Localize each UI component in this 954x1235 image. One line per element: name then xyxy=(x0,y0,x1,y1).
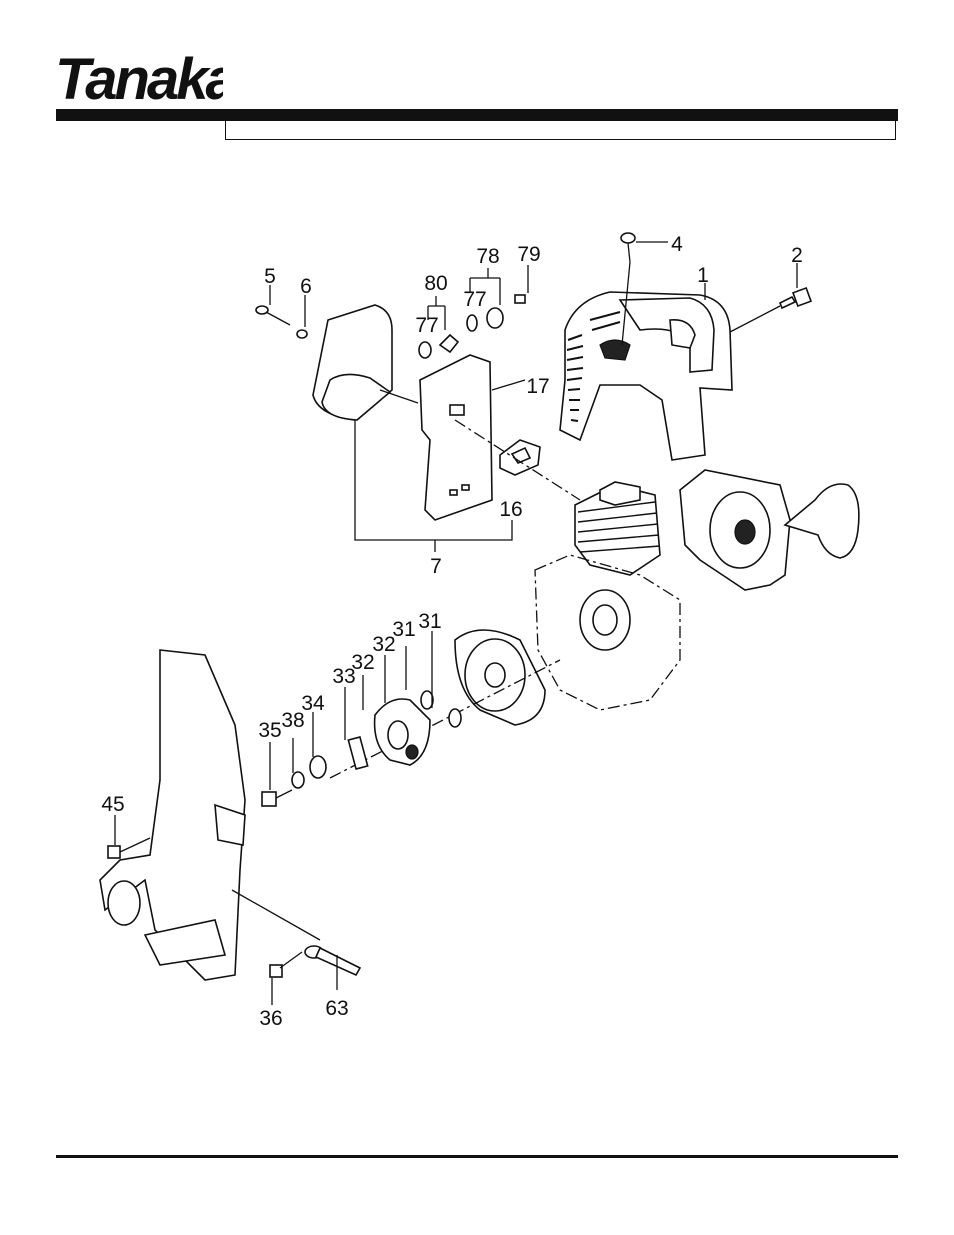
callout-16: 16 xyxy=(499,498,522,521)
bracket-63 xyxy=(304,945,362,977)
callout-4: 4 xyxy=(671,233,683,256)
engine-cover xyxy=(559,291,733,461)
bolt-45 xyxy=(107,837,151,859)
footer-rule xyxy=(56,1155,898,1158)
header-rule xyxy=(56,109,898,121)
callout-63: 63 xyxy=(325,997,348,1020)
bolt-35 xyxy=(261,789,293,807)
washer-34 xyxy=(309,755,327,779)
washer-31b xyxy=(448,708,462,728)
washer-6 xyxy=(296,329,308,339)
callout-7: 7 xyxy=(430,555,442,578)
callout-78: 78 xyxy=(476,245,499,268)
callout-31a: 31 xyxy=(392,618,415,641)
cylinder xyxy=(574,481,661,576)
callout-5: 5 xyxy=(264,265,276,288)
clutch-housing xyxy=(99,649,246,981)
callout-77a: 77 xyxy=(415,314,438,337)
callout-32a: 32 xyxy=(351,651,374,674)
callout-45: 45 xyxy=(101,793,124,816)
flywheel xyxy=(454,629,546,726)
recoil-starter xyxy=(679,469,860,591)
callout-32b: 32 xyxy=(372,633,395,656)
callout-79: 79 xyxy=(517,243,540,266)
screw-4 xyxy=(620,232,636,263)
callout-77b: 77 xyxy=(463,288,486,311)
callout-labels: 1 2 4 5 6 7 16 17 31 31 32 32 33 34 35 3… xyxy=(101,233,803,1030)
callout-31b: 31 xyxy=(418,610,441,633)
tanaka-logo: Tanaka ® xyxy=(55,47,223,108)
callout-1: 1 xyxy=(697,264,709,287)
registered-mark: ® xyxy=(209,91,216,101)
crankcase xyxy=(534,554,681,711)
brand-name: Tanaka xyxy=(55,47,223,108)
callout-33: 33 xyxy=(332,665,355,688)
callout-38: 38 xyxy=(281,709,304,732)
callout-80: 80 xyxy=(424,272,447,295)
callout-17: 17 xyxy=(526,375,549,398)
clutch-shoes xyxy=(373,698,431,766)
callout-34: 34 xyxy=(301,692,325,715)
gasket-16 xyxy=(499,439,541,476)
choke-parts xyxy=(418,294,526,359)
bolt-2 xyxy=(778,287,812,310)
callout-2: 2 xyxy=(791,244,803,267)
callout-36: 36 xyxy=(259,1007,282,1030)
plate-17 xyxy=(419,354,493,521)
washer-38 xyxy=(291,771,305,789)
bolt-5 xyxy=(255,305,291,326)
washer-31a xyxy=(420,690,434,710)
spring-33 xyxy=(347,735,369,771)
bolt-36 xyxy=(269,951,303,978)
callout-35: 35 xyxy=(258,719,281,742)
header-title-box xyxy=(225,121,896,140)
air-cleaner-cover xyxy=(312,304,393,421)
callout-6: 6 xyxy=(300,275,312,298)
